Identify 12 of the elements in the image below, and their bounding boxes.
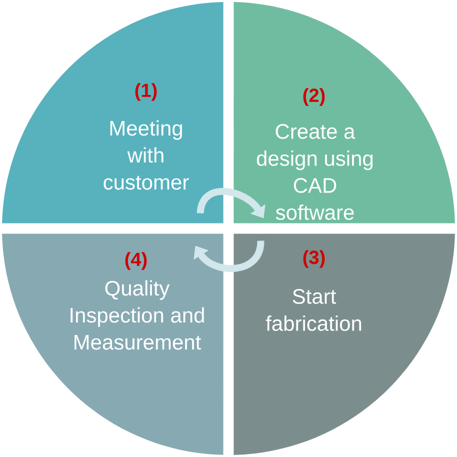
- step-label: Start fabrication: [266, 289, 362, 331]
- quadrant-segment: [2, 2, 224, 224]
- quadrant-segment: [234, 2, 455, 224]
- step-number: (3): [303, 250, 325, 268]
- quadrant-segment: [234, 234, 455, 455]
- step-label: Quality Inspection and Measurement: [70, 280, 204, 350]
- quadrant-segment: [2, 234, 224, 455]
- step-label: Create a design using CAD software: [256, 124, 373, 220]
- step-number: (4): [125, 252, 147, 270]
- step-number: (2): [303, 88, 325, 106]
- step-label: Meeting with customer: [104, 120, 189, 190]
- step-number: (1): [135, 83, 157, 101]
